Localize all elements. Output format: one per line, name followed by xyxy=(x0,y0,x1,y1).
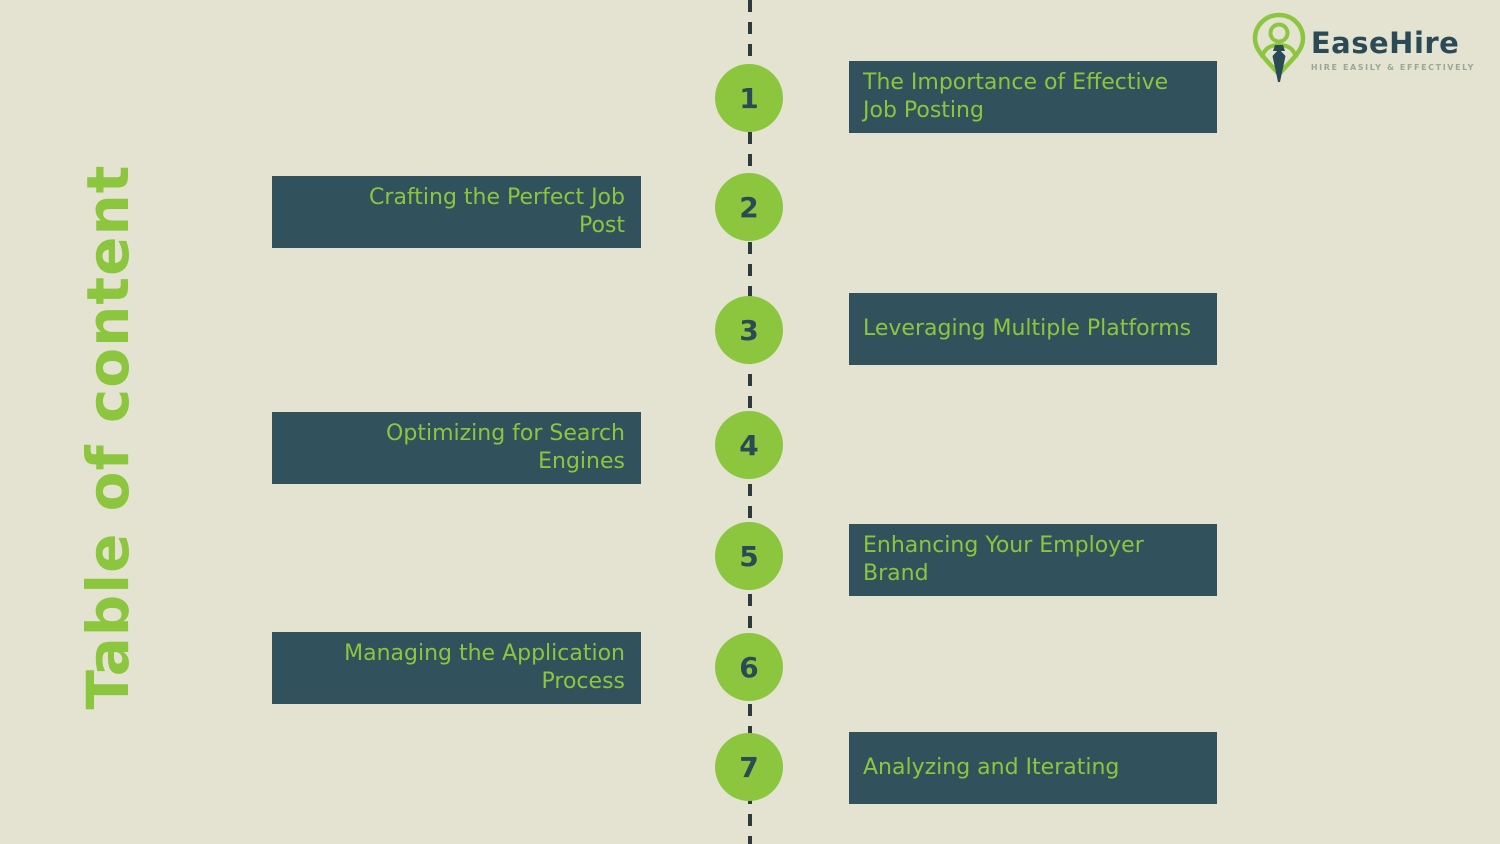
toc-item-number: 7 xyxy=(739,750,759,784)
toc-item-number-circle: 3 xyxy=(715,296,783,364)
brand-logo: EaseHire HIRE EASILY & EFFECTIVELY xyxy=(1249,12,1475,86)
toc-item-box: Leveraging Multiple Platforms xyxy=(849,293,1217,365)
toc-item-number: 5 xyxy=(739,539,759,573)
toc-item-number-circle: 7 xyxy=(715,733,783,801)
toc-item-number-circle: 4 xyxy=(715,411,783,479)
toc-item-box: Optimizing for Search Engines xyxy=(272,412,641,484)
toc-item-number: 3 xyxy=(739,313,759,347)
brand-name: EaseHire xyxy=(1310,26,1460,60)
page-title: Table of content xyxy=(74,164,142,710)
toc-item-box: Managing the Application Process xyxy=(272,632,641,704)
toc-item-box: The Importance of Effective Job Posting xyxy=(849,61,1217,133)
brand-text-block: EaseHire HIRE EASILY & EFFECTIVELY xyxy=(1311,26,1475,72)
brand-tagline: HIRE EASILY & EFFECTIVELY xyxy=(1310,63,1475,72)
toc-item-number: 6 xyxy=(739,650,759,684)
toc-item-label: Leveraging Multiple Platforms xyxy=(863,316,1192,341)
toc-item-number-circle: 2 xyxy=(715,173,783,241)
toc-item-label: Analyzing and Iterating xyxy=(863,755,1120,780)
toc-item-number-circle: 1 xyxy=(715,64,783,132)
toc-item-label: Optimizing for Search Engines xyxy=(386,421,625,474)
toc-item-box: Enhancing Your Employer Brand xyxy=(849,524,1217,596)
toc-item-number-circle: 6 xyxy=(715,633,783,701)
toc-item-box: Analyzing and Iterating xyxy=(849,732,1217,804)
toc-item-number: 4 xyxy=(739,428,759,462)
toc-item-label: Managing the Application Process xyxy=(344,641,625,694)
toc-item-label: The Importance of Effective Job Posting xyxy=(863,70,1169,123)
person-pin-icon xyxy=(1252,12,1306,82)
toc-item-label: Enhancing Your Employer Brand xyxy=(863,533,1144,586)
toc-item-box: Crafting the Perfect Job Post xyxy=(272,176,641,248)
toc-item-number: 2 xyxy=(739,190,759,224)
toc-item-label: Crafting the Perfect Job Post xyxy=(369,185,625,238)
toc-item-number: 1 xyxy=(739,81,759,115)
toc-item-number-circle: 5 xyxy=(715,522,783,590)
